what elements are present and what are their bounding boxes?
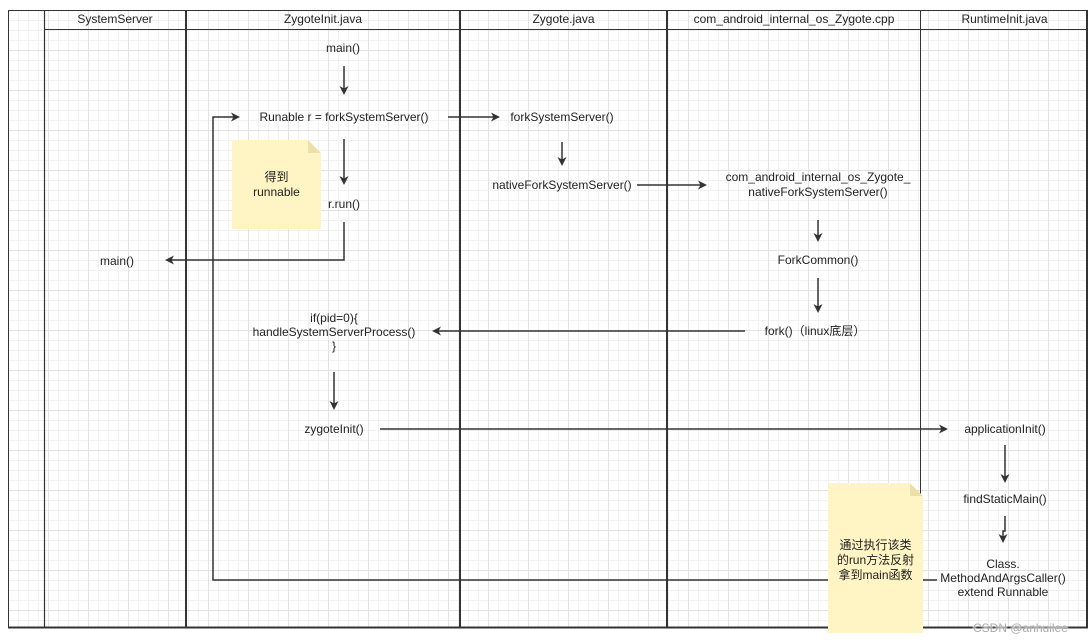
arrow-head [339, 176, 349, 185]
arrow-shaft [1002, 516, 1006, 538]
node-handle-system-server-process: if(pid=0){ handleSystemServerProcess() } [252, 311, 416, 353]
note-get-runnable: 得到 runnable [232, 140, 321, 229]
arrow-fork-common-to-fork [813, 278, 823, 313]
node-find-static-main: findStaticMain() [963, 492, 1047, 506]
node-application-init: applicationInit() [964, 422, 1046, 436]
node-cpp-native-fork-system-server: com_android_internal_os_Zygote_ nativeFo… [725, 170, 911, 199]
node-fork-system-server: forkSystemServer() [510, 110, 614, 124]
node-zygote-init-main: main() [325, 41, 361, 55]
arrow-shaft [212, 116, 937, 581]
lane-header-zygote-init: ZygoteInit.java [283, 12, 363, 26]
node-system-server-main: main() [99, 254, 135, 268]
lane-zygote-init: ZygoteInit.java main() Runable r = forkS… [186, 10, 460, 628]
arrow-zygote-init-to-application-init [380, 424, 948, 434]
arrow-method-and-args-caller-back-to-runable [212, 112, 937, 581]
arrow-head [339, 86, 349, 95]
note-reflect-main: 通过执行该类 的run方法反射 拿到main函数 [828, 483, 923, 633]
arrow-runable-to-r-run [339, 139, 349, 185]
arrow-main-to-fork-system-server-call [339, 66, 349, 95]
note-reflect-main-text: 通过执行该类 的run方法反射 拿到main函数 [836, 537, 915, 582]
node-fork-common: ForkCommon() [777, 253, 859, 267]
arrow-head [432, 326, 441, 336]
arrow-handle-to-zygote-init [329, 372, 339, 410]
arrow-shaft [170, 222, 345, 261]
lane-system-server: SystemServer main() [44, 10, 186, 628]
arrow-head [698, 180, 707, 190]
arrow-find-static-main-to-method-and-args-caller [998, 516, 1008, 543]
arrow-cpp-native-to-fork-common [813, 220, 823, 242]
grid-background [8, 10, 1088, 628]
lane-zygote: Zygote.java forkSystemServer() nativeFor… [460, 10, 667, 628]
node-fork-system-server-call: Runable r = forkSystemServer() [259, 110, 429, 124]
arrow-head [165, 255, 174, 265]
node-r-run: r.run() [327, 197, 361, 211]
lane-runtime-init: RuntimeInit.java applicationInit() findS… [921, 10, 1088, 628]
arrow-r-run-to-system-server-main [165, 222, 345, 265]
arrow-head [813, 304, 823, 313]
arrow-head [813, 233, 823, 242]
lane-header-zygote: Zygote.java [532, 12, 595, 26]
arrow-native-to-cpp-native [637, 180, 707, 190]
arrow-fork-call-to-zygote-fork-system-server [448, 112, 500, 122]
arrow-head [231, 112, 240, 122]
note-get-runnable-text: 得到 runnable [253, 169, 300, 199]
watermark: CSDN @anhuilee [973, 621, 1068, 635]
swimlane-frame [8, 10, 1088, 629]
node-fork: fork()（linux底层） [764, 324, 866, 338]
arrow-head [998, 534, 1008, 543]
lane-header-runtime-init: RuntimeInit.java [961, 12, 1048, 26]
arrow-fork-to-handle-system-server-process [432, 326, 745, 336]
arrow-application-init-to-find-static-main [1000, 445, 1010, 483]
node-native-fork-system-server: nativeForkSystemServer() [492, 178, 632, 192]
arrow-head [1000, 474, 1010, 483]
arrow-head [329, 401, 339, 410]
arrow-fork-system-server-to-native [557, 142, 567, 166]
arrow-head [939, 424, 948, 434]
arrow-head [557, 157, 567, 166]
lane-zygote-cpp: com_android_internal_os_Zygote.cpp com_a… [667, 10, 921, 628]
node-zygote-init-call: zygoteInit() [304, 422, 364, 436]
lane-header-zygote-cpp: com_android_internal_os_Zygote.cpp [693, 12, 895, 26]
node-method-and-args-caller: Class. MethodAndArgsCaller() extend Runn… [940, 557, 1066, 599]
arrow-head [491, 112, 500, 122]
lane-header-system-server: SystemServer [77, 12, 153, 26]
